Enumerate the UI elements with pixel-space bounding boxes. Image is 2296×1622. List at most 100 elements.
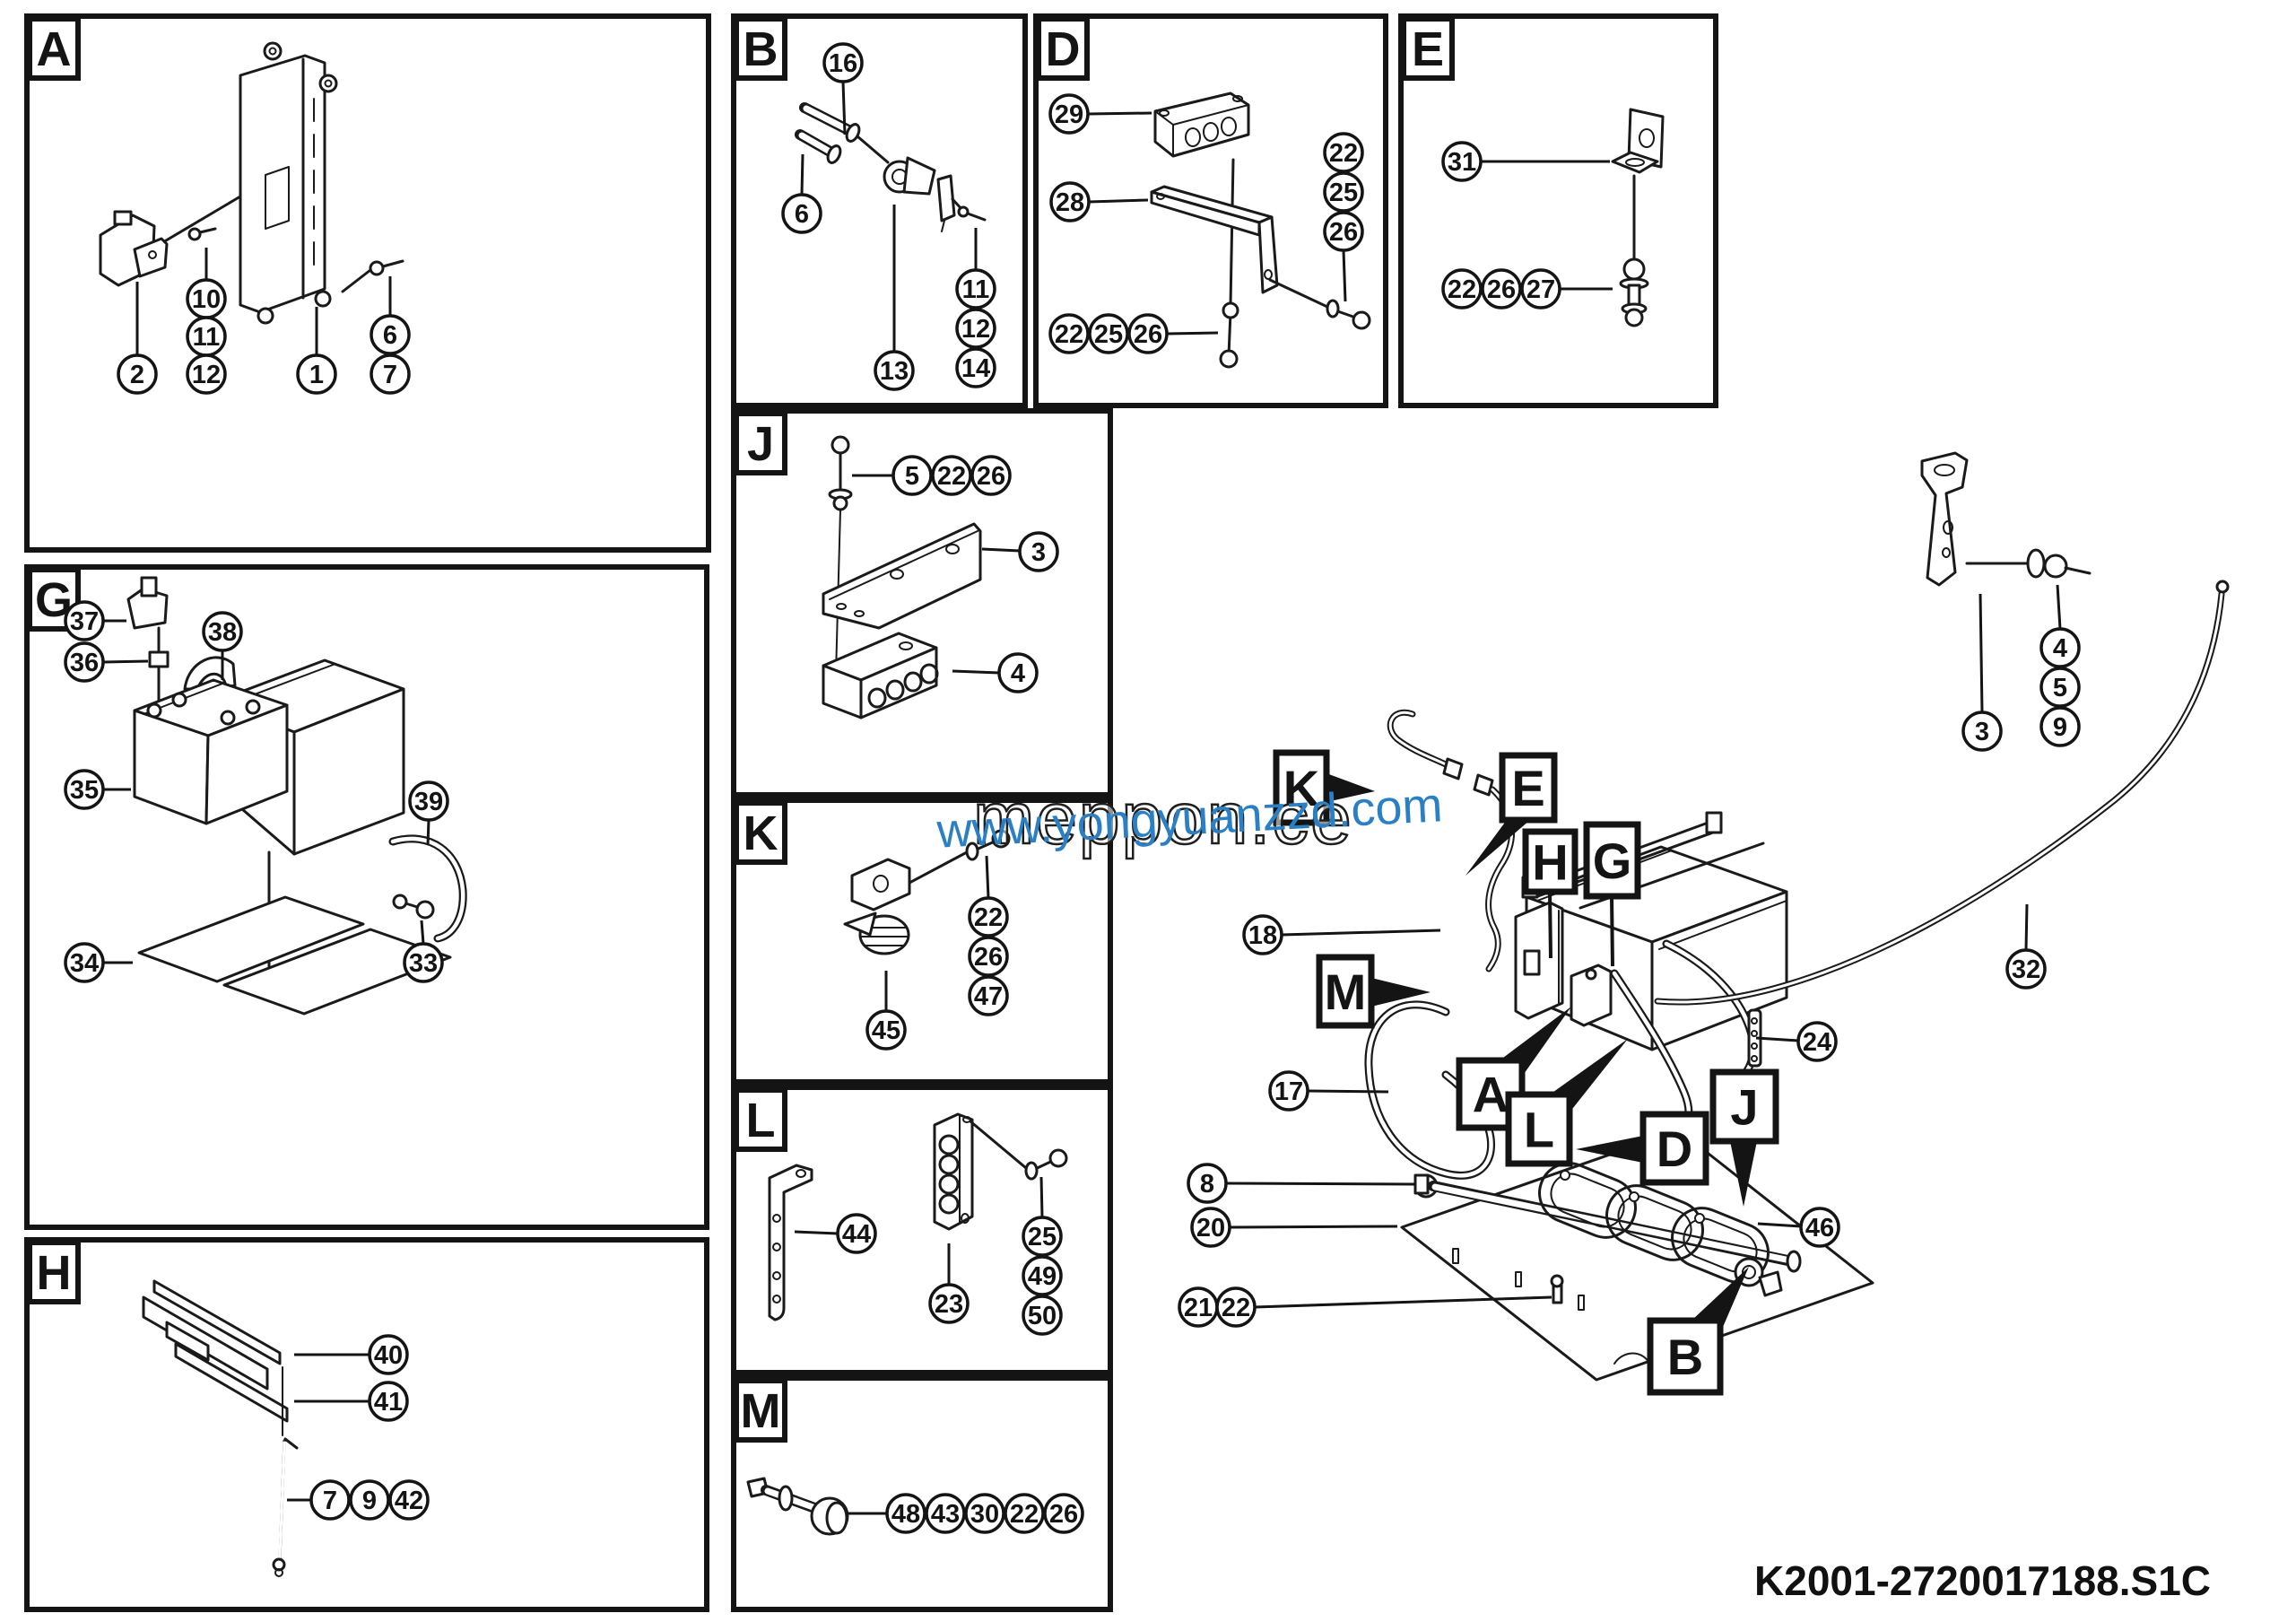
callout-number: 40 [374, 1341, 403, 1370]
panel-l-strap-drawing [768, 1112, 1068, 1321]
callout-39 [408, 780, 449, 822]
assembly-tag-H: H [1532, 834, 1568, 891]
callout-number: 32 [2012, 955, 2040, 984]
callout-number: 22 [1222, 1294, 1250, 1322]
callout-number: 1 [309, 361, 324, 389]
leader-line [1254, 1295, 1552, 1309]
panel-L-label: L [746, 1094, 776, 1147]
callout-22 [1441, 268, 1483, 310]
callout-7 [370, 353, 411, 395]
callout-number: 42 [395, 1487, 423, 1515]
callout-9 [2039, 706, 2081, 747]
callout-number: 22 [937, 462, 966, 491]
callout-number: 5 [905, 462, 919, 491]
callout-number: 28 [1056, 188, 1084, 217]
panel-E-label: E [1412, 22, 1444, 76]
leader-line [1342, 249, 1347, 302]
callout-number: 4 [1011, 659, 1025, 688]
main-assembly-drawing [1364, 451, 2230, 1382]
panel-J-label: J [747, 417, 774, 471]
callout-number: 34 [70, 949, 99, 978]
assembly-tag-G: G [1593, 833, 1632, 889]
callout-22 [931, 455, 972, 496]
callout-number: 30 [970, 1500, 999, 1529]
panel-B-label-box [734, 16, 787, 81]
callout-29 [1048, 93, 1090, 135]
assembly-tag-J: J [1730, 1079, 1758, 1136]
callout-number: 47 [974, 982, 1003, 1011]
callout-number: 22 [974, 903, 1003, 932]
panel-B-label: B [744, 22, 778, 76]
panel-D-label: D [1046, 22, 1081, 76]
callout-26 [970, 455, 1012, 496]
callout-number: 3 [1031, 538, 1046, 567]
callout-number: 38 [208, 618, 237, 647]
leader-line [1088, 198, 1149, 204]
callout-27 [1520, 268, 1561, 310]
callout-number: 37 [70, 607, 99, 636]
assembly-tag-B: B [1667, 1329, 1703, 1385]
callout-4 [2039, 627, 2081, 668]
callout-14 [955, 347, 996, 388]
callout-number: 27 [1526, 275, 1555, 304]
tag-K-arrow [1326, 773, 1375, 802]
panel-B-frame [731, 13, 1028, 408]
leader-line [1281, 929, 1441, 937]
callout-12 [186, 353, 227, 395]
leader-line [102, 659, 149, 664]
leader-line [800, 153, 804, 196]
callout-31 [1441, 141, 1483, 182]
callout-49 [1022, 1255, 1063, 1296]
assembly-tag-E-box [1499, 752, 1558, 824]
callout-34 [64, 942, 105, 983]
callout-42 [388, 1479, 430, 1521]
callout-44 [836, 1213, 877, 1254]
panel-j-plate-drawing [822, 435, 982, 719]
leader-line [1166, 331, 1219, 336]
callout-26 [1127, 313, 1169, 354]
callout-number: 7 [323, 1487, 337, 1515]
callout-number: 26 [1134, 320, 1162, 349]
panel-L-label-box [734, 1087, 787, 1152]
callout-3 [1018, 531, 1059, 572]
callout-30 [964, 1493, 1005, 1534]
callout-11 [955, 268, 996, 310]
callout-number: 49 [1028, 1262, 1057, 1291]
callout-25 [1022, 1216, 1063, 1257]
assembly-tag-E: E [1511, 760, 1544, 816]
tag-D-arrow [1576, 1136, 1643, 1163]
callout-5 [2039, 667, 2081, 708]
callout-26 [1043, 1493, 1084, 1534]
callout-number: 36 [70, 649, 99, 677]
leader-line [1755, 1036, 1799, 1042]
assembly-tag-M-box [1316, 954, 1375, 1029]
panel-H-label-box [27, 1240, 81, 1304]
callout-3 [1961, 711, 2003, 752]
assembly-tag-L-box [1505, 1091, 1573, 1167]
callout-37 [64, 600, 105, 641]
assembly-tag-D: D [1657, 1121, 1692, 1177]
callout-number: 11 [193, 323, 221, 352]
callout-2 [117, 353, 158, 395]
callout-number: 29 [1055, 100, 1083, 129]
callout-26 [1481, 268, 1522, 310]
callout-24 [1796, 1021, 1838, 1062]
callout-25 [1323, 171, 1364, 213]
callout-25 [1088, 313, 1129, 354]
callout-23 [928, 1283, 970, 1324]
tag-E-arrow [1465, 820, 1530, 876]
callout-22 [968, 896, 1009, 937]
callout-22 [1048, 313, 1090, 354]
callout-number: 43 [931, 1500, 960, 1529]
leader-line [794, 1230, 839, 1235]
callout-33 [403, 942, 444, 983]
panel-a-control-unit-drawing [99, 41, 404, 325]
panel-G-frame [24, 564, 709, 1230]
leader-line [952, 669, 1000, 675]
line-art-layer [99, 41, 2230, 1577]
callout-41 [368, 1381, 409, 1422]
panel-K-label: K [744, 807, 778, 860]
panel-L-frame [731, 1085, 1113, 1375]
panel-E-frame [1398, 13, 1718, 408]
